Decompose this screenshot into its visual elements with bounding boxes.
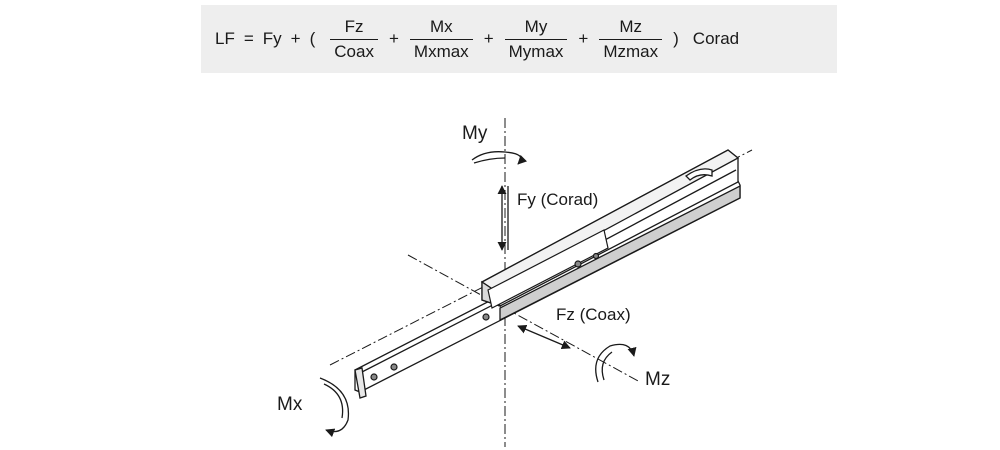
mx-moment-arrow: [319, 377, 350, 438]
label-mz: Mz: [645, 369, 670, 390]
formula-lhs: LF: [215, 29, 235, 48]
outer-rail-end-face: [354, 367, 367, 399]
fraction-mz-mzmax: Mz Mzmax: [599, 16, 663, 61]
fraction-numerator: Mz: [619, 16, 643, 36]
formula-panel: LF = Fy + ( Fz Coax + Mx Mxmax + My Myma…: [201, 5, 837, 73]
fz-force-arrow: [517, 325, 571, 349]
fraction-denominator: Mxmax: [413, 41, 469, 61]
transverse-axis-line: [407, 254, 641, 383]
fy-force-arrow: [497, 185, 509, 251]
formula-close-paren: ): [673, 29, 679, 48]
fraction-numerator: Fz: [344, 16, 364, 36]
formula-plus: +: [578, 29, 589, 48]
fraction-denominator: Coax: [334, 41, 374, 61]
mounting-hole: [592, 252, 600, 260]
fraction-bar: [504, 38, 568, 40]
fraction-denominator: Mymax: [508, 41, 564, 61]
outer-rail-lower-flange: [499, 184, 741, 322]
mounting-hole: [370, 373, 378, 381]
carriage-block: [370, 229, 609, 381]
fraction-numerator: My: [524, 16, 548, 36]
label-my: My: [462, 123, 488, 144]
mounting-hole: [482, 313, 490, 321]
fraction-bar: [330, 38, 378, 40]
carriage-body: [487, 229, 609, 309]
formula-fy: Fy: [262, 29, 282, 48]
formula-open-paren: (: [309, 29, 316, 48]
fraction-numerator: Mx: [429, 16, 453, 36]
inner-rail-slot: [684, 168, 713, 181]
fraction-mx-mxmax: Mx Mxmax: [409, 16, 473, 61]
mz-moment-arrow: [595, 343, 637, 383]
fraction-fz-coax: Fz Coax: [330, 16, 378, 61]
formula-plus: +: [483, 29, 494, 48]
formula-equals: =: [243, 29, 254, 48]
label-fz-coax: Fz (Coax): [556, 305, 631, 324]
mounting-hole: [574, 260, 582, 268]
formula-corad: Corad: [692, 29, 740, 48]
fraction-my-mymax: My Mymax: [504, 16, 568, 61]
formula-plus: +: [290, 29, 301, 48]
formula-plus: +: [388, 29, 399, 48]
load-factor-formula: LF = Fy + ( Fz Coax + Mx Mxmax + My Myma…: [215, 5, 739, 73]
label-fy-corad: Fy (Corad): [517, 190, 598, 209]
fraction-bar: [409, 38, 473, 40]
mounting-hole: [390, 363, 398, 371]
label-mx: Mx: [277, 394, 303, 415]
my-moment-arrow: [471, 151, 528, 165]
fraction-bar: [599, 38, 663, 40]
fraction-denominator: Mzmax: [603, 41, 659, 61]
